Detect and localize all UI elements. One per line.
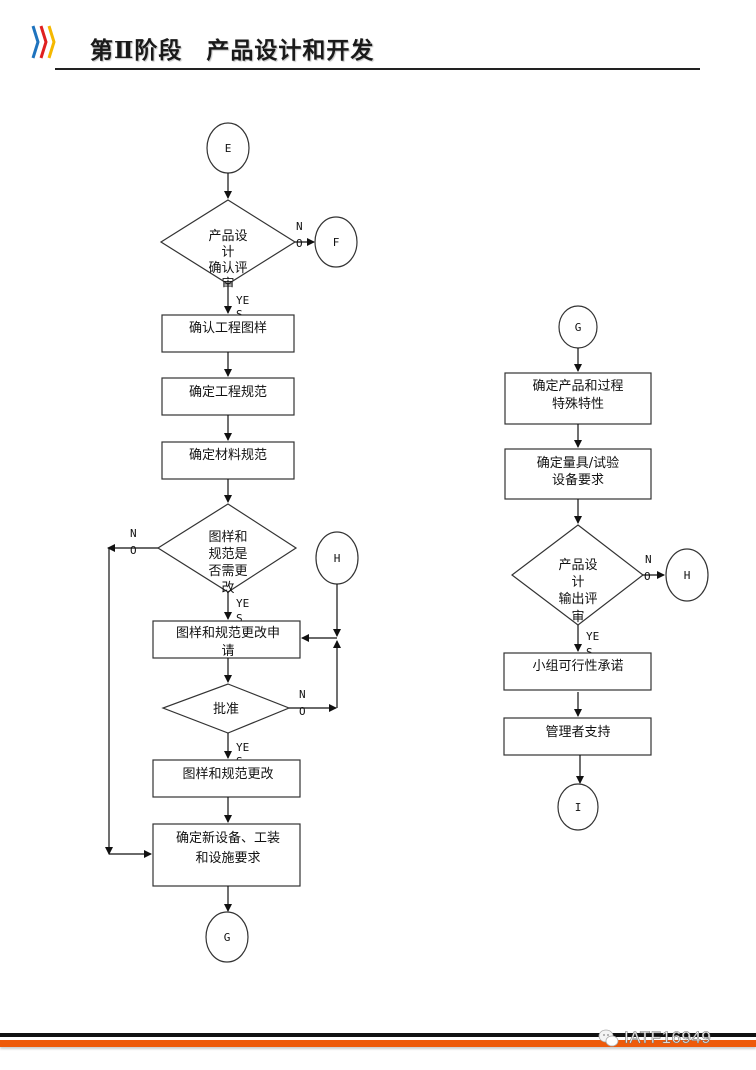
step-change-request-line1: 图样和规范更改申 xyxy=(176,626,280,641)
decision-design-review-line2: 计 xyxy=(221,245,234,260)
no-label: O xyxy=(296,237,303,250)
step-gauges-line1: 确定量具/试验 xyxy=(537,455,619,471)
no-label: N xyxy=(299,688,306,701)
connector-f-label: F xyxy=(333,236,340,249)
connector-i-label: I xyxy=(575,801,582,814)
connector-g-end: G xyxy=(205,911,249,963)
step-feasibility: 小组可行性承诺 xyxy=(503,652,652,691)
connector-g-start: G xyxy=(558,305,598,349)
step-special-chars: 确定产品和过程 特殊特性 xyxy=(504,372,652,425)
connector-g-start-label: G xyxy=(575,321,582,334)
no-label: O xyxy=(299,705,306,718)
no-label: O xyxy=(130,544,137,557)
step-new-equipment-line2: 和设施要求 xyxy=(195,851,260,866)
connector-g-end-label: G xyxy=(224,931,231,944)
step-define-material-spec-label: 确定材料规范 xyxy=(189,448,267,463)
connector-i: I xyxy=(557,783,599,831)
step-management: 管理者支持 xyxy=(503,717,652,756)
wechat-icon xyxy=(598,1029,619,1047)
no-label: N xyxy=(130,527,137,540)
header-divider xyxy=(55,68,700,70)
decision-design-review-line3: 确认评 xyxy=(208,261,247,276)
connector-h-right-label: H xyxy=(684,569,691,582)
step-change-request: 图样和规范更改申 请 xyxy=(152,620,301,659)
step-change: 图样和规范更改 xyxy=(152,759,301,798)
page-title: 第Ⅱ阶段 产品设计和开发 xyxy=(90,37,375,64)
decision-output-review-line1: 产品设 xyxy=(558,558,597,573)
connector-e: E xyxy=(206,122,250,174)
decision-change-needed-line3: 否需更 xyxy=(208,564,247,579)
no-label: N xyxy=(296,220,303,233)
decision-output-review-line2: 计 xyxy=(571,575,584,590)
step-new-equipment-line1: 确定新设备、工装 xyxy=(176,830,280,846)
decision-design-review-line1: 产品设 xyxy=(208,229,247,244)
decision-change-needed: 图样和 规范是 否需更 改 xyxy=(156,503,298,596)
step-change-label: 图样和规范更改 xyxy=(182,767,273,782)
yes-label: YE xyxy=(586,630,599,643)
yes-label: YE xyxy=(236,741,249,754)
step-management-label: 管理者支持 xyxy=(545,725,610,740)
decision-approve: 批准 xyxy=(161,683,291,734)
decision-output-review-line3: 输出评 xyxy=(558,591,597,607)
no-label: O xyxy=(644,570,651,583)
step-define-material-spec: 确定材料规范 xyxy=(161,441,295,480)
step-confirm-drawings: 确认工程图样 xyxy=(161,314,295,353)
step-gauges-line2: 设备要求 xyxy=(552,472,604,488)
yes-label: S xyxy=(236,612,243,625)
step-new-equipment: 确定新设备、工装 和设施要求 xyxy=(152,823,301,887)
chevron-logo-icon xyxy=(31,25,56,59)
connector-h-label: H xyxy=(334,552,341,565)
connector-h: H xyxy=(315,531,359,585)
step-confirm-drawings-label: 确认工程图样 xyxy=(189,321,267,336)
step-gauges: 确定量具/试验 设备要求 xyxy=(504,448,652,500)
decision-approve-label: 批准 xyxy=(213,702,239,717)
decision-output-review: 产品设 计 输出评 审 xyxy=(511,524,644,626)
connector-f: F xyxy=(314,216,358,268)
yes-label: YE xyxy=(236,597,249,610)
no-label: N xyxy=(645,553,652,566)
footer-brand-text: IATF16949 xyxy=(624,1028,712,1048)
footer-divider-black xyxy=(0,1033,756,1037)
step-special-chars-line1: 确定产品和过程 xyxy=(532,379,623,394)
step-change-request-line2: 请 xyxy=(221,644,234,659)
step-feasibility-label: 小组可行性承诺 xyxy=(532,659,623,674)
decision-change-needed-line4: 改 xyxy=(221,581,234,596)
footer-watermark: IATF16949 xyxy=(598,1028,711,1048)
step-define-eng-spec-label: 确定工程规范 xyxy=(189,385,267,400)
step-special-chars-line2: 特殊特性 xyxy=(552,397,604,412)
step-define-eng-spec: 确定工程规范 xyxy=(161,377,295,416)
decision-design-review: 产品设 计 确认评 审 xyxy=(159,199,297,292)
footer-divider-orange xyxy=(0,1040,756,1047)
decision-change-needed-line1: 图样和 xyxy=(208,530,247,545)
decision-output-review-line4: 审 xyxy=(571,610,584,625)
connector-h-right: H xyxy=(665,548,709,602)
decision-change-needed-line2: 规范是 xyxy=(208,547,247,562)
yes-label: YE xyxy=(236,294,249,307)
connector-e-label: E xyxy=(225,142,232,155)
